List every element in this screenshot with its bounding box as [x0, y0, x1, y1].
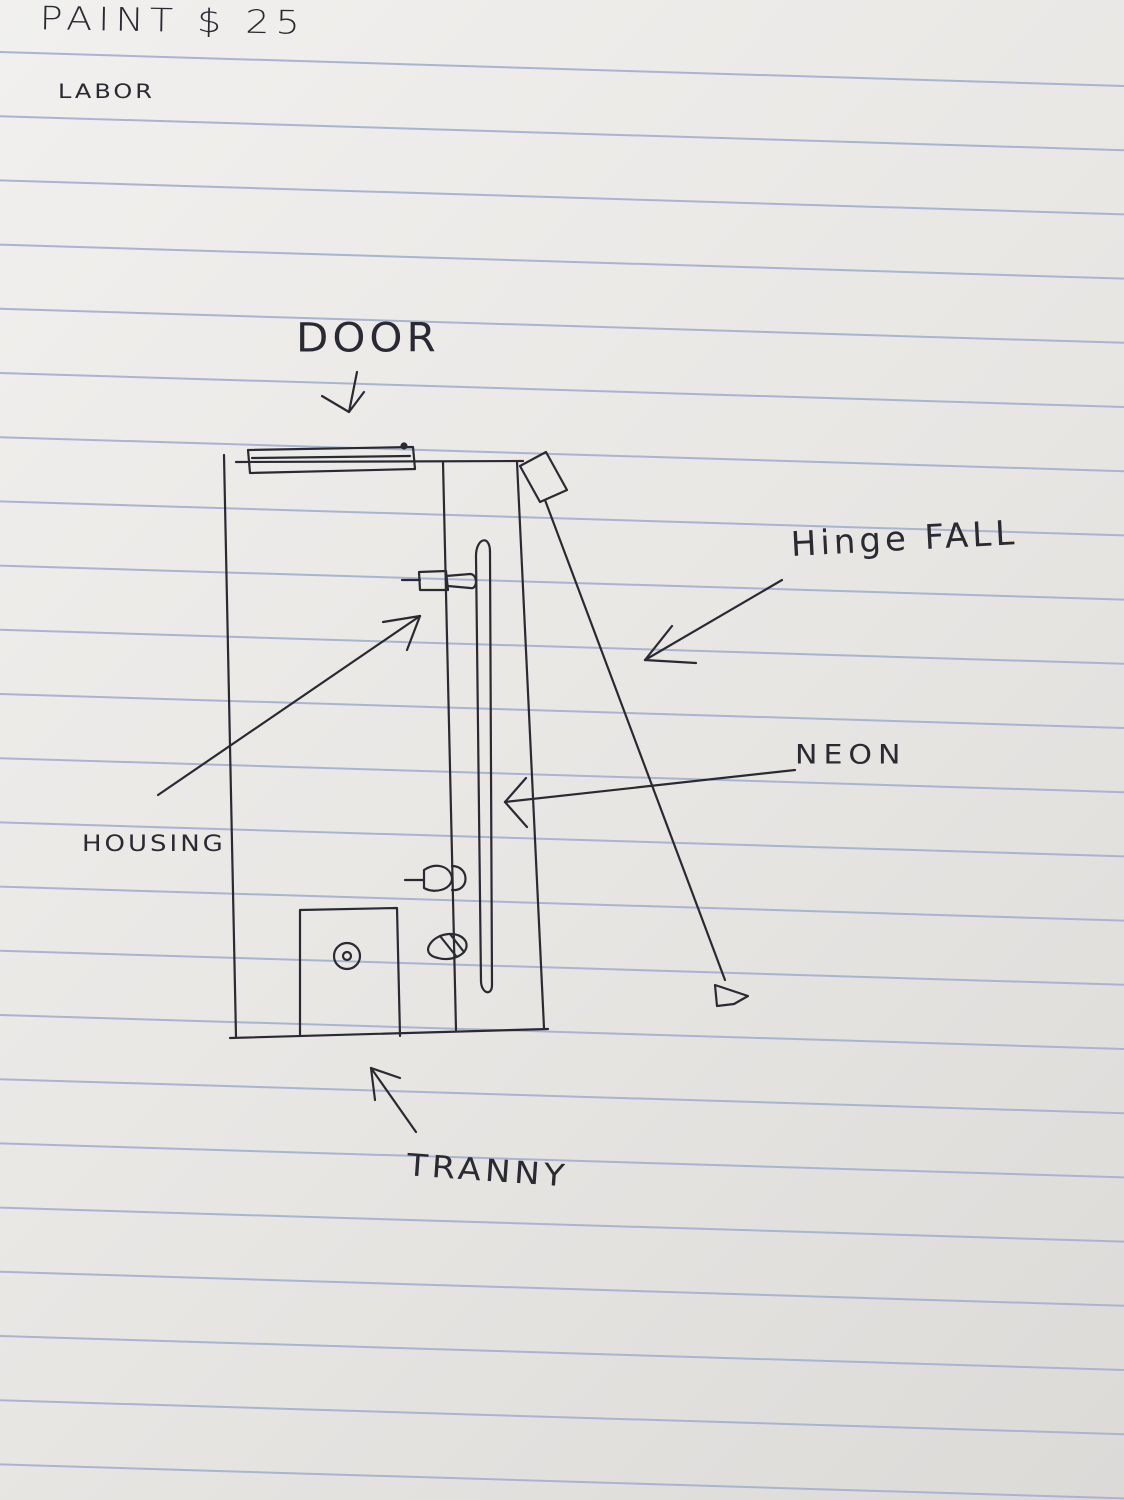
- rule-line: [0, 693, 1124, 729]
- door-label: DOOR: [296, 314, 440, 361]
- rule-line: [0, 500, 1124, 537]
- rule-line: [0, 1335, 1124, 1371]
- rule-line: [0, 436, 1124, 473]
- neon-tube: [474, 539, 494, 994]
- labor-note: LABOR: [58, 80, 155, 103]
- cabinet-right-wall: [515, 460, 546, 1030]
- cabinet-top-edge: [234, 459, 525, 464]
- door-arrow: [320, 370, 366, 414]
- rule-line: [0, 307, 1124, 344]
- upper-tube-support: [400, 569, 478, 592]
- door-panel: [246, 442, 417, 475]
- neon-label: NEON: [795, 739, 907, 771]
- rule-line: [0, 1399, 1124, 1436]
- rule-line: [0, 1206, 1124, 1243]
- lower-tube-support: [403, 864, 467, 892]
- rule-line: [0, 564, 1124, 601]
- rule-line: [0, 628, 1124, 665]
- rule-line: [0, 1014, 1124, 1050]
- hinge-fall-arrow: [643, 578, 784, 665]
- tube-end-support: [427, 932, 468, 961]
- rule-line: [0, 885, 1124, 922]
- rule-line: [0, 179, 1124, 216]
- rule-line: [0, 1270, 1124, 1307]
- rule-line: [0, 115, 1124, 152]
- rule-line: [0, 821, 1124, 858]
- housing-arrow: [156, 614, 422, 797]
- rule-line: [0, 372, 1124, 408]
- housing-label: HOUSING: [82, 831, 226, 857]
- cabinet-divider: [441, 460, 458, 1032]
- cabinet-base-line: [228, 1027, 550, 1040]
- rule-line: [0, 51, 1124, 87]
- rule-line: [0, 1463, 1124, 1500]
- rule-line: [0, 949, 1124, 986]
- hinge-fall-arm: [518, 450, 750, 1008]
- rule-line: [0, 1078, 1124, 1115]
- transformer-box: [298, 906, 402, 1038]
- rule-line: [0, 1142, 1124, 1179]
- tranny-arrow: [369, 1066, 418, 1134]
- rule-line: [0, 243, 1124, 280]
- paint-price-note: PAINT $ 25: [39, 0, 307, 42]
- rule-line: [0, 757, 1124, 794]
- neon-arrow: [503, 768, 797, 829]
